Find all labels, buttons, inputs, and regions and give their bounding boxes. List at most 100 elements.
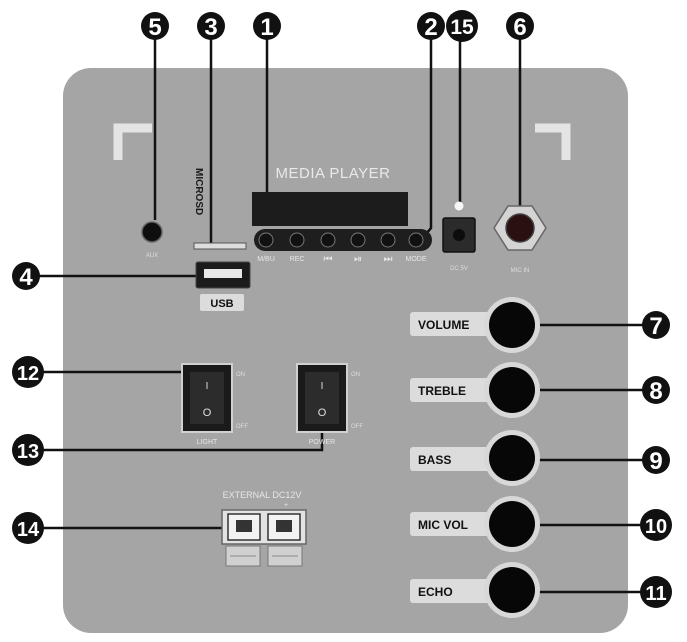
callout-badge-15 — [446, 10, 478, 42]
leader-13 — [28, 432, 324, 452]
terminal-left-screw — [236, 520, 252, 532]
usb-port-inner — [204, 269, 242, 278]
knob-label: MIC VOL — [418, 518, 468, 532]
callout-badge-3 — [197, 12, 225, 40]
power-switch-rocker — [305, 372, 339, 424]
callout-badge-9 — [642, 446, 670, 474]
light-switch-rocker — [190, 372, 224, 424]
light-switch-i: I — [206, 381, 209, 392]
callout-badge-4 — [12, 262, 40, 290]
player-button-strip — [254, 229, 432, 251]
knob-label-tab — [410, 378, 506, 402]
media-player-display — [252, 192, 408, 226]
callout-number-10: 10 — [645, 516, 667, 538]
callout-number-6: 6 — [513, 14, 526, 41]
knob-label-tab — [410, 447, 506, 471]
light-switch-off: OFF — [236, 424, 248, 430]
corner-bracket-right — [535, 123, 571, 160]
callout-badge-10 — [640, 509, 672, 541]
player-button-rec[interactable] — [289, 232, 305, 248]
callouts: 5 3 1 2 15 6 4 12 13 14 7 8 9 10 11 — [12, 10, 672, 608]
player-button-mode[interactable] — [408, 232, 424, 248]
callout-badge-5 — [141, 12, 169, 40]
knob-bass[interactable] — [489, 435, 535, 481]
power-switch-i: I — [321, 381, 324, 392]
callout-badge-8 — [642, 376, 670, 404]
player-button-label: M/BU — [257, 256, 275, 263]
player-button-label: ⏮ — [324, 254, 333, 265]
mic-in-label: MIC IN — [511, 268, 530, 274]
callout-badge-13 — [12, 434, 44, 466]
light-switch-o: O — [203, 407, 212, 419]
power-switch-off: OFF — [351, 424, 363, 430]
knob-label-tab — [410, 312, 506, 336]
player-button-next[interactable] — [380, 232, 396, 248]
knob-label: ECHO — [418, 585, 453, 599]
dc-led — [454, 201, 464, 211]
knob-label: VOLUME — [418, 318, 469, 332]
aux-jack[interactable] — [141, 221, 163, 243]
microsd-label: MICROSD — [193, 168, 204, 215]
callout-number-3: 3 — [204, 14, 217, 41]
player-button-mbu[interactable] — [258, 232, 274, 248]
callout-number-4: 4 — [19, 264, 33, 291]
external-dc-polarity: + — [284, 502, 288, 509]
player-button-prev[interactable] — [320, 232, 336, 248]
dc-label: DC 5V — [450, 266, 468, 272]
callout-number-15: 15 — [450, 16, 474, 39]
player-button-play-pause[interactable] — [350, 232, 366, 248]
corner-bracket-left — [113, 123, 152, 160]
player-button-label: REC — [290, 256, 305, 263]
player-buttons — [258, 232, 424, 248]
knob-label-tab — [410, 512, 506, 536]
mic-in-jack[interactable] — [505, 213, 535, 243]
callout-number-7: 7 — [649, 313, 662, 340]
player-button-labels: M/BU REC ⏮ ⏯ ⏭ MODE — [257, 254, 427, 265]
player-button-label: MODE — [406, 256, 427, 263]
power-switch-on: ON — [351, 372, 360, 378]
light-switch-on: ON — [236, 372, 245, 378]
panel-body — [63, 68, 628, 633]
light-label: LIGHT — [197, 439, 218, 446]
player-button-label: ⏭ — [384, 254, 393, 265]
knob-label: BASS — [418, 453, 451, 467]
power-label: POWER — [309, 439, 335, 446]
callout-badge-14 — [12, 512, 44, 544]
callout-number-11: 11 — [645, 583, 666, 605]
callout-number-12: 12 — [17, 363, 39, 385]
microsd-slot[interactable] — [193, 242, 247, 250]
dc-jack-hole — [453, 229, 465, 241]
terminal-right-screw — [276, 520, 292, 532]
callout-badge-12 — [12, 356, 44, 388]
callout-badge-11 — [640, 576, 672, 608]
callout-number-13: 13 — [17, 441, 39, 463]
callout-number-2: 2 — [424, 14, 437, 41]
power-switch-o: O — [318, 407, 327, 419]
knob-bass-group: BASS — [410, 430, 540, 486]
knob-volume[interactable] — [489, 302, 535, 348]
callout-badge-7 — [642, 311, 670, 339]
callout-number-5: 5 — [148, 14, 161, 41]
light-switch-group: I O ON OFF LIGHT — [181, 363, 248, 446]
knob-volume-group: VOLUME — [410, 297, 540, 353]
knob-echo-group: ECHO — [410, 562, 540, 618]
knob-treble-group: TREBLE — [410, 362, 540, 418]
callout-badge-2 — [417, 12, 445, 40]
media-player-title: MEDIA PLAYER — [276, 165, 391, 182]
usb-label: USB — [210, 298, 233, 310]
knob-mic-vol[interactable] — [489, 501, 535, 547]
aux-label: AUX — [146, 253, 158, 259]
knob-label: TREBLE — [418, 384, 466, 398]
callout-number-8: 8 — [649, 378, 662, 405]
knob-mic-vol-group: MIC VOL — [410, 496, 540, 552]
leader-lines — [28, 38, 645, 594]
knob-echo[interactable] — [489, 567, 535, 613]
knob-treble[interactable] — [489, 367, 535, 413]
callout-badge-1 — [253, 12, 281, 40]
callout-number-1: 1 — [260, 14, 273, 41]
usb-label-tab — [200, 294, 244, 311]
power-switch-group: I O ON OFF POWER — [296, 363, 363, 446]
player-button-label: ⏯ — [354, 254, 362, 265]
callout-number-14: 14 — [17, 519, 40, 541]
